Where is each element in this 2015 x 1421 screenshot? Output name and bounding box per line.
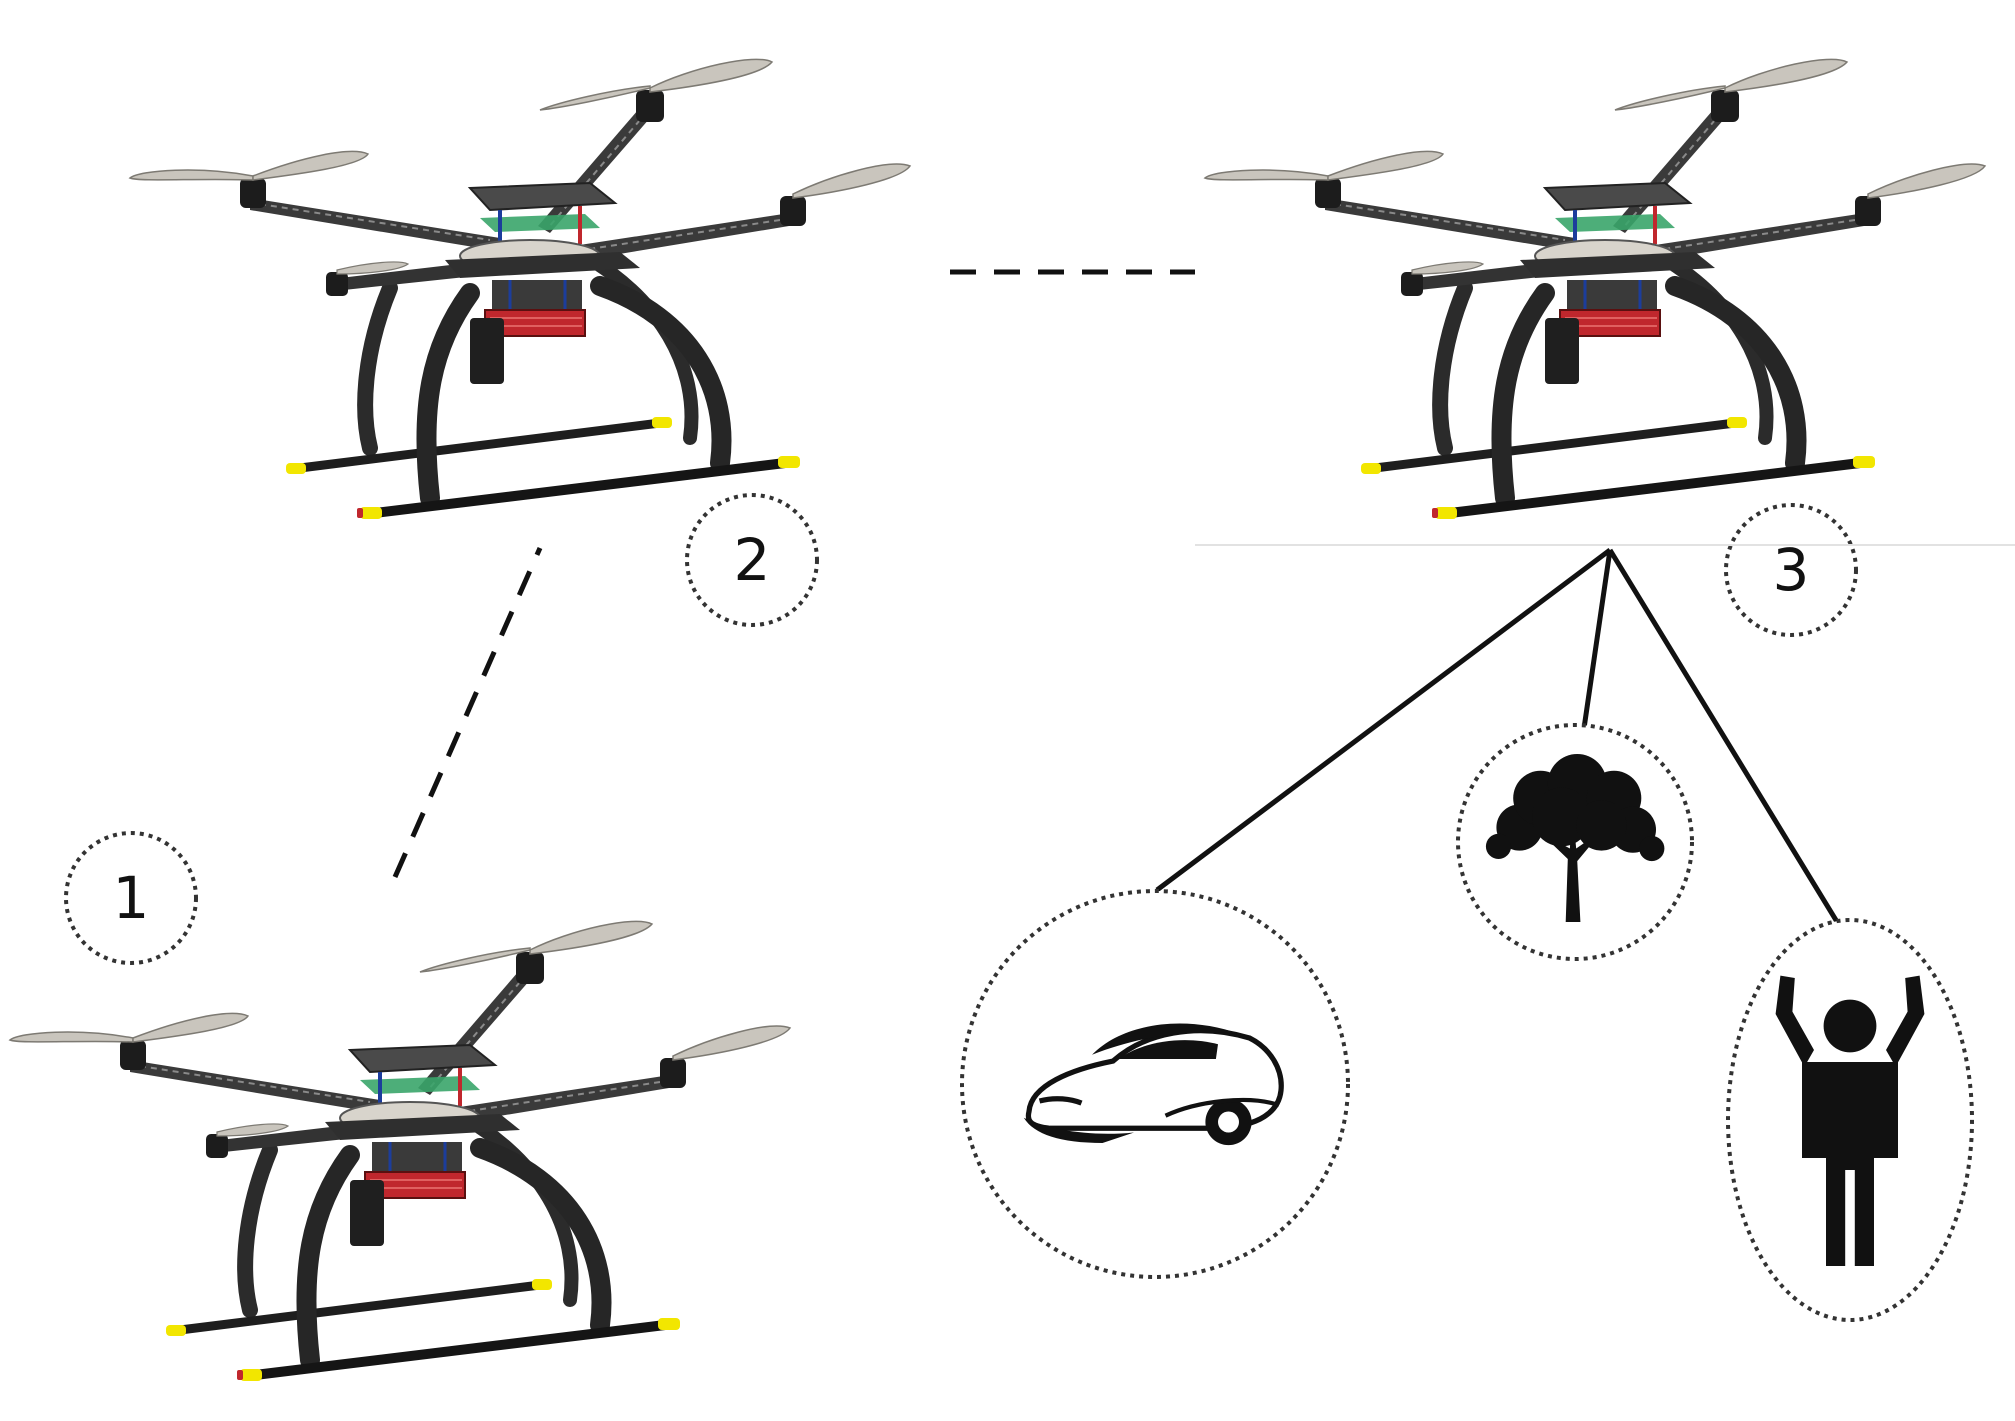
drone-2 [130, 59, 910, 519]
link-drone1-drone2 [392, 546, 543, 879]
drone-1 [10, 921, 790, 1381]
step-label-1-text: 1 [113, 864, 150, 932]
detected-tree [1456, 723, 1694, 961]
detection-lines [1155, 548, 1856, 950]
step-label-1: 1 [64, 831, 198, 965]
detected-person [1726, 918, 1974, 1322]
drone-3 [1205, 59, 1985, 519]
step-label-2: 2 [685, 493, 819, 627]
step-label-2-text: 2 [734, 526, 771, 594]
step-label-3-text: 3 [1773, 536, 1810, 604]
detected-car [960, 889, 1350, 1279]
step-label-3: 3 [1724, 503, 1858, 637]
